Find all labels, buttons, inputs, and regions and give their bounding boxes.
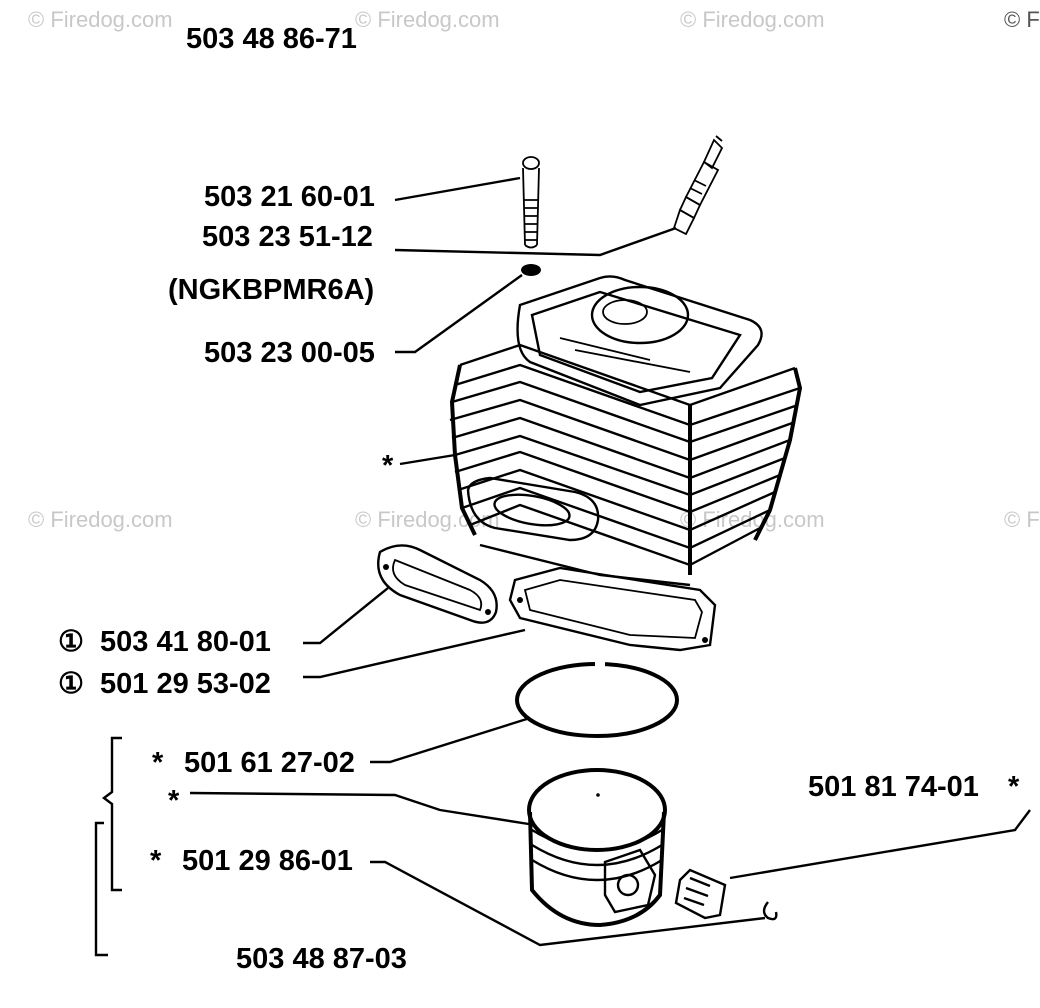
washer-part-number: 503 23 00-05: [204, 337, 375, 369]
piston-ring-drawing: [515, 659, 679, 738]
watermark-text: © Firedog.com: [28, 507, 173, 532]
watermark-text: © Firedog.com: [355, 507, 500, 532]
piston-pin-asterisk: *: [1008, 771, 1020, 803]
watermark-text: © F: [1004, 7, 1040, 32]
piston-pin-part-number: 501 81 74-01: [808, 771, 979, 803]
group-bracket: [102, 736, 122, 892]
gasket-symbol: ①: [58, 626, 84, 658]
circlip-drawing: [762, 901, 778, 921]
base-gasket-part-number: 501 29 53-02: [100, 668, 271, 700]
watermark-text: © F: [1004, 507, 1040, 532]
assembly-bracket: [94, 821, 108, 957]
circlip-asterisk: *: [150, 845, 162, 877]
watermark-text: © Firedog.com: [355, 7, 500, 32]
piston-drawing: [527, 768, 667, 928]
top-assembly-label: 503 48 86-71: [186, 23, 357, 55]
watermark-text: © Firedog.com: [680, 7, 825, 32]
bottom-assembly-label: 503 48 87-03: [236, 943, 407, 975]
piston-ring-part-number: 501 61 27-02: [184, 747, 355, 779]
spark-plug-part-number: 503 23 51-12: [202, 221, 373, 253]
cylinder-drawing: [449, 275, 803, 587]
bolt-part-number: 503 21 60-01: [204, 181, 375, 213]
piston-pin-drawing: [674, 868, 727, 920]
exhaust-gasket-drawing: [377, 544, 498, 624]
washer-drawing: [521, 264, 541, 276]
leader-lines: [189, 176, 1031, 947]
spark-plug-type: (NGKBPMR6A): [168, 274, 374, 306]
cylinder-marker: *: [382, 450, 394, 482]
gasket-symbol: ①: [58, 668, 84, 700]
exhaust-gasket-part-number: 503 41 80-01: [100, 626, 271, 658]
spark-plug-drawing: [672, 135, 724, 236]
base-gasket-drawing: [508, 566, 717, 652]
piston-marker: *: [168, 785, 180, 817]
piston-ring-asterisk: *: [152, 747, 164, 779]
watermark-text: © Firedog.com: [28, 7, 173, 32]
bolt-drawing: [522, 156, 540, 249]
circlip-part-number: 501 29 86-01: [182, 845, 353, 877]
